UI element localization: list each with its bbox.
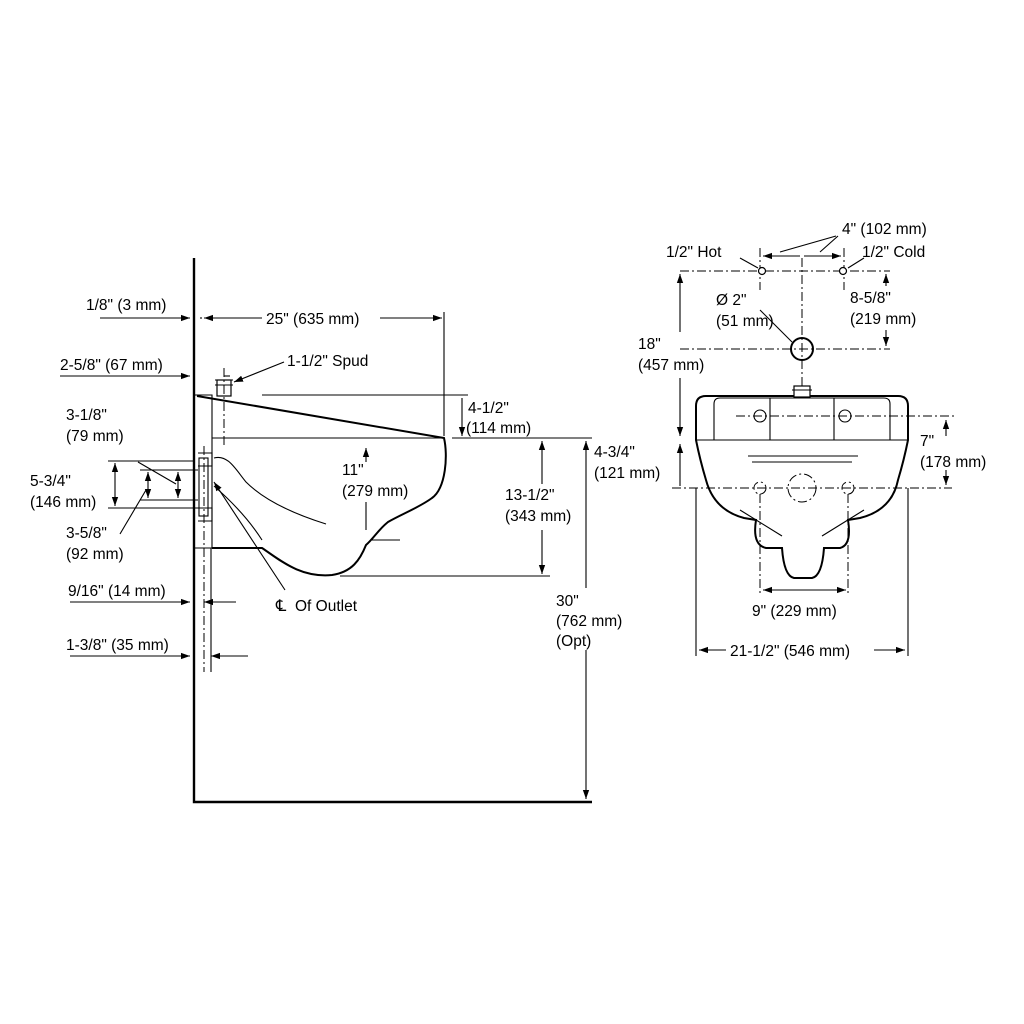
bracket-a-label: 3-1/8" — [66, 407, 107, 424]
top-height-label: 4-1/2" — [468, 400, 509, 417]
wall-offset-label: 1/8" (3 mm) — [86, 297, 166, 314]
bolt-spacing-h-label: 9" (229 mm) — [752, 603, 837, 620]
hot-label: 1/2" Hot — [666, 244, 722, 261]
inlet-dia-label: Ø 2" — [716, 292, 747, 309]
bracket-b-label: 3-5/8" — [66, 525, 107, 542]
flush-rim-slot — [748, 455, 858, 463]
top-height-mm-label: (114 mm) — [466, 420, 531, 437]
overall-width-label: 21-1/2" (546 mm) — [730, 643, 850, 660]
overall-height-mm-label: (457 mm) — [638, 357, 704, 374]
front-view: 4" (102 mm) 1/2" Hot 1/2" Cold Ø 2" (51 … — [638, 221, 986, 660]
mounting-plate — [194, 394, 213, 549]
bolt-spacing-v-label: 7" — [920, 433, 934, 450]
cold-label: 1/2" Cold — [862, 244, 925, 261]
outlet-trap — [213, 485, 263, 541]
mount-height-note-label: (Opt) — [556, 633, 591, 650]
bolt-hole-lower-right — [841, 481, 855, 495]
mount-height-mm-label: (762 mm) — [556, 613, 622, 630]
inlet-dia-mm-label: (51 mm) — [716, 313, 774, 330]
supply-height-label: 8-5/8" — [850, 290, 891, 307]
wall-and-floor — [192, 258, 592, 804]
bracket-span-mm-label: (146 mm) — [30, 494, 96, 511]
front-spud — [793, 385, 811, 398]
overall-height-label: 18" — [638, 336, 661, 353]
rim-inner — [713, 397, 891, 440]
centerline-icon: ℄ — [275, 596, 287, 615]
side-view: 1/8" (3 mm) 25" (635 mm) 2-5/8" (67 mm) … — [30, 258, 660, 804]
bolt-spacing-v-mm-label: (178 mm) — [920, 454, 986, 471]
supply-spacing-label: 4" (102 mm) — [842, 221, 927, 238]
outlet-circle — [787, 473, 817, 503]
hanger-bracket — [198, 452, 213, 522]
fixture-front-outline — [695, 395, 909, 579]
supply-height-mm-label: (219 mm) — [850, 311, 916, 328]
hot-supply-point — [757, 266, 767, 276]
bowl-height-label: 13-1/2" — [505, 487, 554, 504]
rim-to-inlet-mm-label: (121 mm) — [594, 465, 660, 482]
rim-depth-label: 11" — [342, 462, 364, 479]
hanger-offset-label: 1-3/8" (35 mm) — [66, 637, 169, 654]
spud-offset-label: 2-5/8" (67 mm) — [60, 357, 163, 374]
bracket-a-mm-label: (79 mm) — [66, 428, 124, 445]
bowl-interior — [213, 456, 327, 525]
depth-label: 25" (635 mm) — [266, 311, 359, 328]
cold-supply-point — [838, 266, 848, 276]
bracket-b-mm-label: (92 mm) — [66, 546, 124, 563]
outlet-offset-label: 9/16" (14 mm) — [68, 583, 166, 600]
rim-depth-mm-label: (279 mm) — [342, 483, 408, 500]
fixture-outline — [196, 395, 447, 577]
rim-to-inlet-label: 4-3/4" — [594, 444, 635, 461]
bowl-height-mm-label: (343 mm) — [505, 508, 571, 525]
outlet-label: Of Outlet — [295, 598, 358, 615]
mount-height-label: 30" — [556, 593, 579, 610]
spud-label: 1-1/2" Spud — [287, 353, 368, 370]
bracket-span-label: 5-3/4" — [30, 473, 71, 490]
bolt-hole-lower-left — [753, 481, 767, 495]
